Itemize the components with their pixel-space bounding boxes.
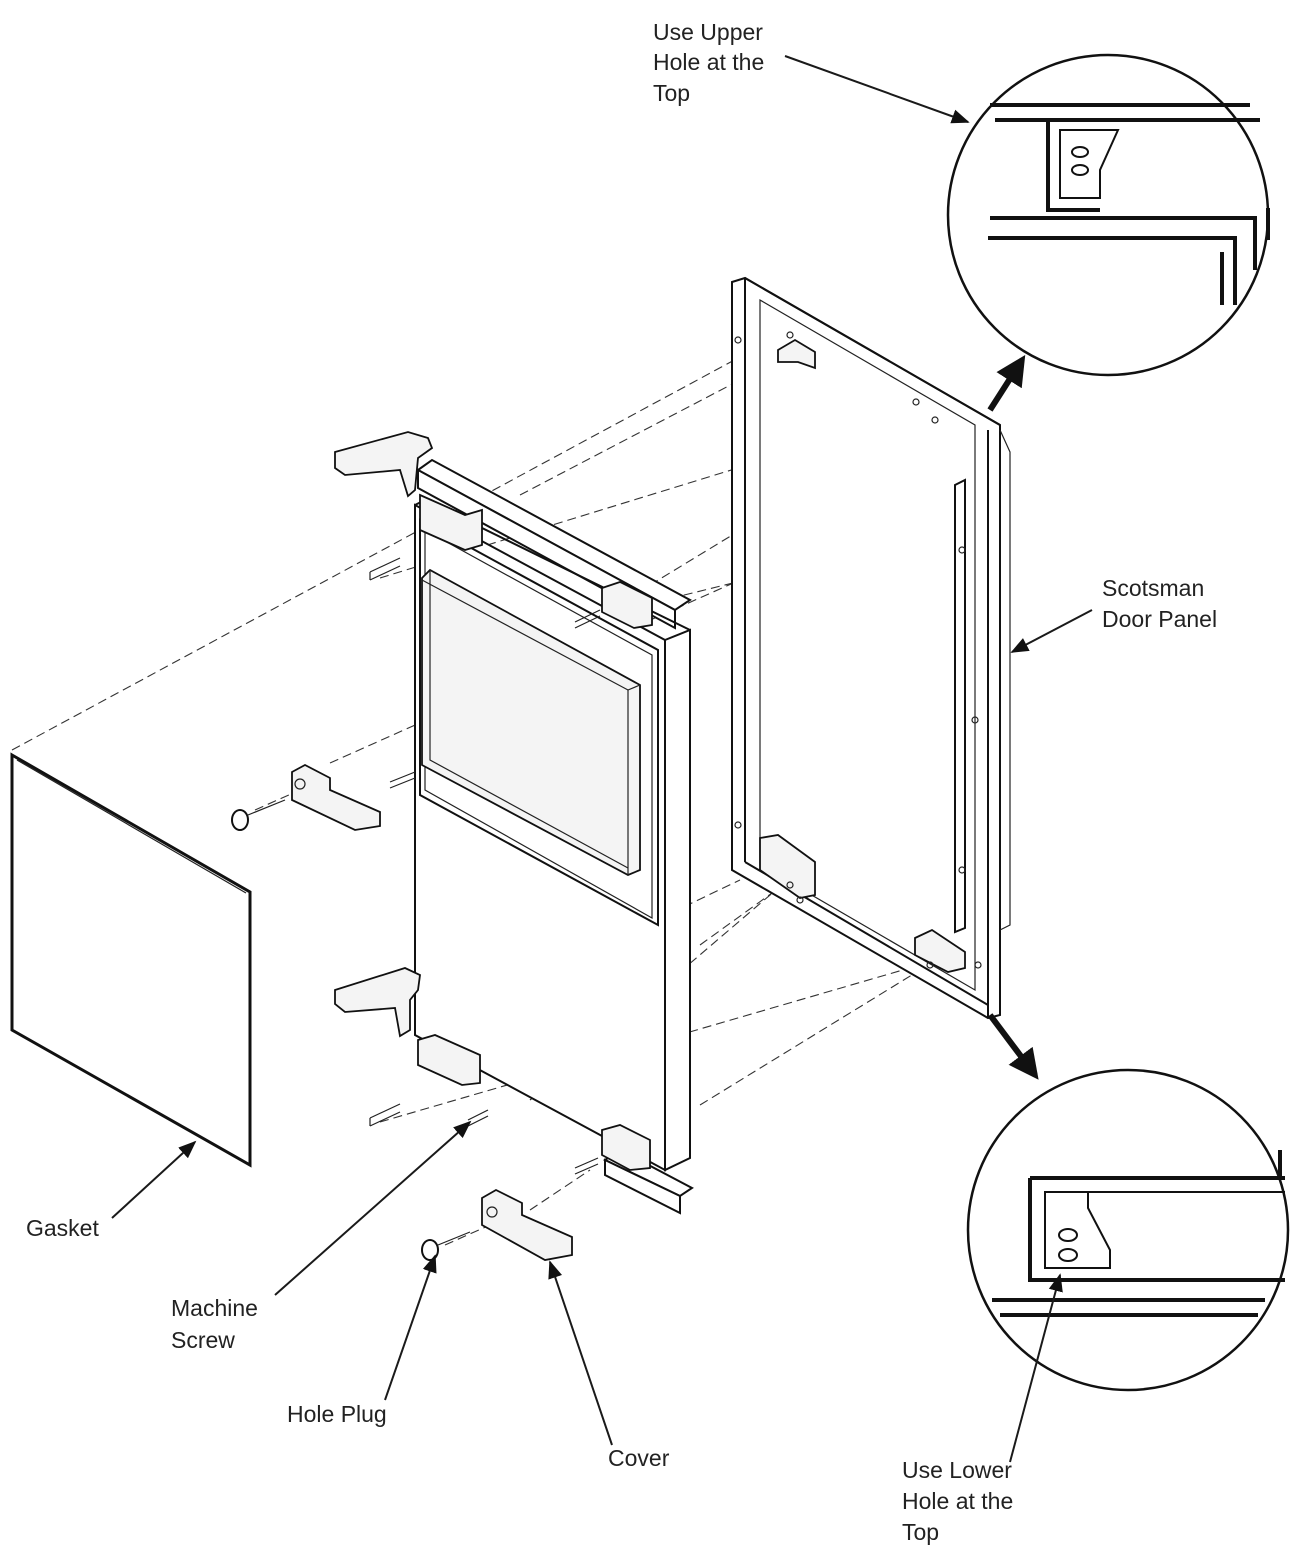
machine-screw-label: Machine Screw [171,1295,264,1353]
hole-plug-label: Hole Plug [287,1401,387,1427]
door-panel-label-line-1: Scotsman [1102,575,1204,601]
machine-screw-bottom [467,1109,489,1127]
machine-screw-leader [274,1120,472,1296]
upper-hole-detail [946,53,1270,377]
machine-screw-label-line-2: Screw [171,1327,235,1353]
hole-plug-lower [421,1231,471,1261]
hole-plug-upper [231,799,286,831]
lower-hole-label-line-1: Use Lower [902,1457,1012,1483]
door-panel-label: Scotsman Door Panel [1102,575,1217,632]
upper-hole-label: Use Upper Hole at the Top [653,19,771,106]
gasket-leader [111,1140,197,1219]
front-door-assembly [334,431,694,1215]
callout-arrows [111,55,1093,1463]
machine-screw-upper [369,557,401,581]
lower-detail-pointer-arrow [987,1013,1039,1080]
hole-plug-leader [384,1254,437,1401]
cover-leader [548,1260,613,1446]
machine-screw-lower [369,1103,401,1127]
lower-hole-detail [966,1068,1290,1392]
door-panel-label-line-2: Door Panel [1102,606,1217,632]
machine-screw-left [389,771,416,789]
callout-labels: Use Upper Hole at the Top Scotsman Door … [26,19,1217,1545]
machine-screw-label-line-1: Machine [171,1295,258,1321]
upper-hole-label-line-1: Use Upper [653,19,763,45]
door-panel-leader [1010,609,1093,653]
lower-hole-label-line-2: Hole at the [902,1488,1013,1514]
cover-upper [291,763,381,831]
upper-hole-leader [784,55,970,124]
machine-screw-mid [574,609,601,629]
gasket-drawing [10,752,252,1168]
upper-hole-label-line-2: Hole at the [653,49,764,75]
machine-screw-bottom-right [574,1157,599,1175]
cover-label: Cover [608,1445,670,1471]
lower-hole-leader [1009,1273,1063,1463]
upper-detail-pointer-arrow [987,354,1026,412]
scotsman-door-panel-drawing [731,276,1011,1020]
gasket-label: Gasket [26,1215,99,1241]
cover-lower [481,1188,573,1261]
lower-hole-label-line-3: Top [902,1519,939,1545]
upper-hole-label-line-3: Top [653,80,690,106]
hardware-parts [231,557,601,1261]
lower-hole-label: Use Lower Hole at the Top [902,1457,1020,1545]
